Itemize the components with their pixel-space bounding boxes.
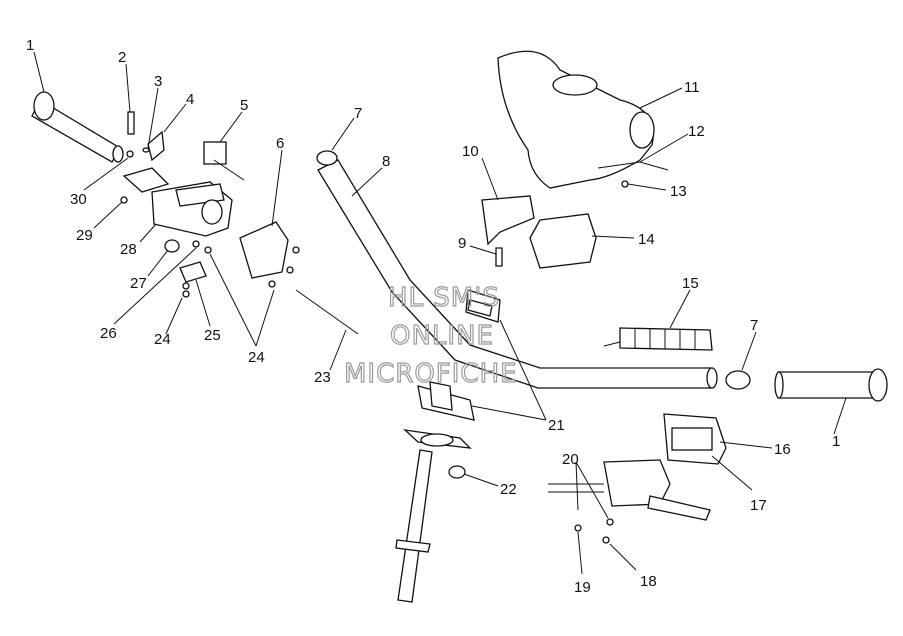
screw (606, 518, 614, 526)
washer (142, 147, 150, 153)
screw (182, 282, 190, 290)
callout-27: 27 (130, 275, 147, 292)
housing-cover (239, 221, 289, 279)
callout-13: 13 (670, 183, 687, 200)
callout-15: 15 (682, 275, 699, 292)
bushing (164, 239, 180, 253)
screw (602, 536, 610, 544)
callout-20: 20 (562, 451, 579, 468)
callout-21: 21 (548, 417, 565, 434)
parts-drawing (31, 50, 888, 603)
callout-12: 12 (688, 123, 705, 140)
lever-bracket (147, 130, 165, 162)
callout-29: 29 (76, 227, 93, 244)
callout-2: 2 (118, 49, 126, 66)
screw (192, 240, 200, 248)
heated-grip-element (603, 327, 713, 351)
handlebar-tube (316, 150, 718, 389)
callout-26: 26 (100, 325, 117, 342)
callout-9: 9 (458, 235, 466, 252)
throttle-lever-assembly (548, 459, 711, 521)
callout-24-left: 24 (154, 331, 171, 348)
throttle-cable (295, 289, 359, 335)
screw (621, 180, 629, 188)
callout-1: 1 (26, 37, 34, 54)
switch (203, 141, 245, 181)
bracket-plate (179, 261, 207, 283)
callout-11: 11 (684, 79, 700, 96)
bar-clamp-lower (417, 381, 475, 421)
steering-post (395, 429, 472, 603)
callout-17: 17 (750, 497, 767, 514)
callout-23: 23 (314, 369, 331, 386)
callout-14: 14 (638, 231, 655, 248)
leader-lines (33, 51, 847, 575)
nut (448, 465, 466, 479)
handlebar-cover (497, 50, 655, 189)
callout-22: 22 (500, 481, 517, 498)
cover-right (529, 213, 597, 269)
screw (204, 246, 212, 254)
callout-labels: 1 2 3 4 5 6 7 8 9 10 11 12 13 14 15 7 1 … (26, 37, 840, 596)
callout-18: 18 (640, 573, 657, 590)
screw (574, 524, 582, 532)
end-plug-right (725, 370, 751, 390)
lever-bracket (122, 167, 170, 193)
screw (120, 196, 128, 204)
watermark: HL SM'S ONLINE MICROFICHE (343, 282, 518, 389)
callout-5: 5 (240, 97, 248, 114)
watermark-line-3: MICROFICHE (344, 359, 518, 389)
right-switch-housing (663, 413, 727, 465)
callout-10: 10 (462, 143, 479, 160)
callout-16: 16 (774, 441, 791, 458)
watermark-line-2: ONLINE (390, 321, 494, 351)
screw (286, 266, 294, 274)
callout-6: 6 (276, 135, 284, 152)
left-switch-housing (151, 181, 233, 237)
callout-7: 7 (354, 105, 362, 122)
pin (127, 111, 135, 135)
watermark-line-1: HL SM'S (388, 283, 500, 313)
screw (268, 280, 276, 288)
callout-28: 28 (120, 241, 137, 258)
right-grip (774, 368, 888, 402)
callout-24-bottom: 24 (248, 349, 265, 366)
left-grip (31, 91, 124, 163)
screw (182, 290, 190, 298)
callout-25: 25 (204, 327, 221, 344)
screw (292, 246, 300, 254)
screw (126, 150, 134, 158)
cover-left (481, 195, 535, 246)
bolt (495, 247, 503, 267)
callout-30: 30 (70, 191, 87, 208)
bar-clamp-upper (465, 289, 501, 323)
callout-3: 3 (154, 73, 162, 90)
callout-4: 4 (186, 91, 194, 108)
callout-7-right: 7 (750, 317, 758, 334)
callout-1-right: 1 (832, 433, 840, 450)
callout-19: 19 (574, 579, 591, 596)
callout-8: 8 (382, 153, 390, 170)
